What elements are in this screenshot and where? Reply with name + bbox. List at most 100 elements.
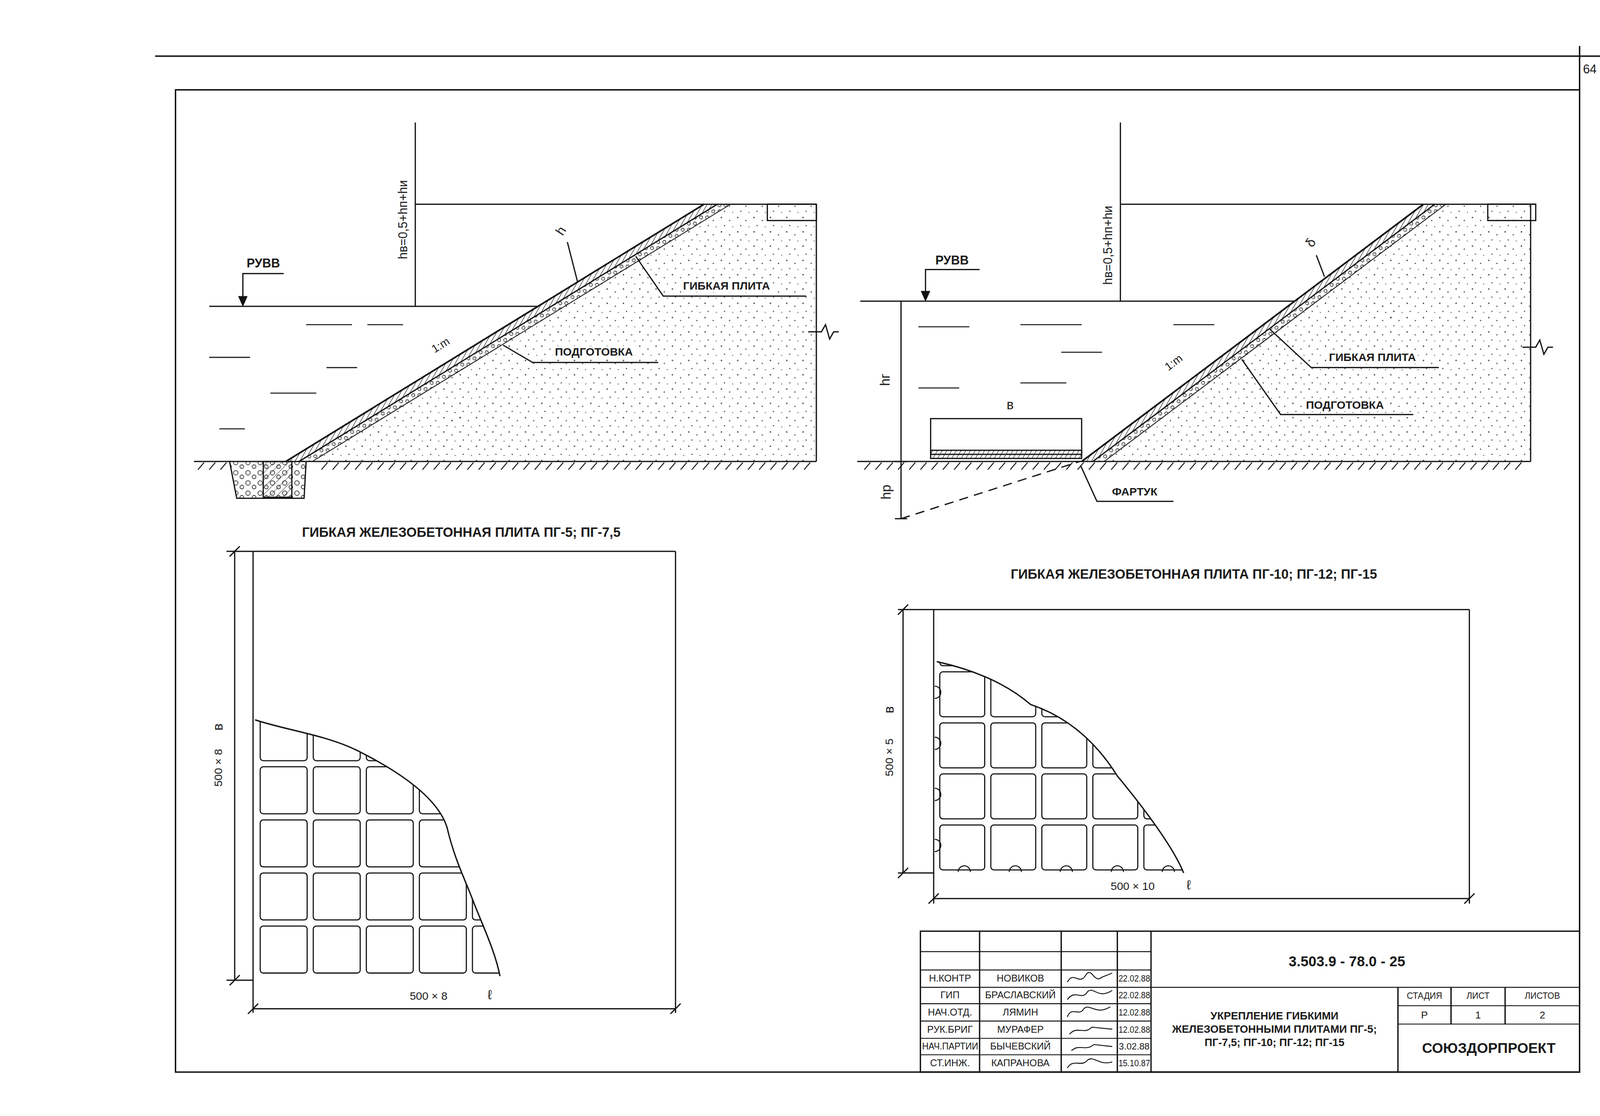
right-section-part xyxy=(857,460,1531,462)
left-section-part xyxy=(209,305,538,307)
left-section-part-part xyxy=(691,462,698,470)
right-section-part-part xyxy=(1223,462,1230,470)
left-section-part-part xyxy=(220,462,227,470)
plate-plan-small-part xyxy=(674,551,676,1013)
right-section-part-part xyxy=(1020,323,1082,325)
plate-plan-small-part-part xyxy=(260,872,308,920)
right-section-part-part xyxy=(1481,462,1488,470)
signature-part xyxy=(1067,1058,1113,1068)
title-block-part xyxy=(920,1037,1152,1039)
signature xyxy=(1067,972,1113,1068)
left-section-part-part xyxy=(377,462,384,470)
freeboard-formula: hв=0,5+hп+hи xyxy=(396,178,410,261)
right-section-part-part xyxy=(1335,462,1342,470)
page-number: 64 xyxy=(1582,62,1597,76)
value-cell: 1 xyxy=(1475,1008,1482,1021)
signature-part xyxy=(1067,1006,1111,1017)
plate-plan-large-part-part xyxy=(1144,620,1189,666)
right-section-part-part xyxy=(1155,462,1162,470)
role-cell: НАЧ.ОТД. xyxy=(928,1006,973,1018)
plate-plan-large-part-part xyxy=(939,620,985,666)
plate-plan-small-part-part xyxy=(260,819,308,867)
right-section-part xyxy=(1080,465,1174,502)
left-section-part-part xyxy=(478,462,485,470)
left-section-part-part xyxy=(714,462,721,470)
left-section-part-part xyxy=(354,462,361,470)
left-section-part-part xyxy=(770,462,777,470)
right-section-part xyxy=(1081,204,1424,462)
left-section-part-part xyxy=(321,462,328,470)
left-section-part xyxy=(635,256,806,296)
left-section-part-part xyxy=(306,323,352,325)
plate-plan-small-part xyxy=(260,660,520,973)
right-section-part xyxy=(1522,339,1553,354)
left-section-part-part xyxy=(197,462,204,470)
left-section-part-part xyxy=(366,462,373,470)
left-section-part xyxy=(193,460,230,462)
left-section-part-part xyxy=(736,462,743,470)
left-section-part-part xyxy=(646,462,653,470)
left-section-part-part xyxy=(792,462,799,470)
plate-plan-large-part-part xyxy=(1144,773,1189,819)
right-section-part xyxy=(1120,203,1424,205)
plate-plan-large-part-part xyxy=(939,773,985,819)
name-cell: МУРАФЕР xyxy=(996,1024,1044,1035)
plate-plan-small-part-part xyxy=(472,766,520,814)
title-block-part xyxy=(1398,1023,1580,1024)
plate-plan-large-part-part xyxy=(934,685,941,699)
right-section-part-part xyxy=(1504,462,1510,470)
right-section-part-part xyxy=(1133,462,1140,470)
title-block-part xyxy=(920,986,1580,988)
name-cell: БЫЧЕВСКИЙ xyxy=(990,1040,1051,1052)
right-section-part-part xyxy=(998,462,1005,470)
dimension-label: в xyxy=(1006,397,1014,413)
right-section-part-part xyxy=(1212,462,1218,470)
freeboard-formula: hв=0,5+hп+hи xyxy=(1101,203,1115,287)
plate-plan-small-part xyxy=(226,550,676,552)
title-block-part xyxy=(920,1002,1152,1004)
plate-plan-small-part xyxy=(248,1003,259,1014)
plate-plan-small-part-part xyxy=(419,660,467,707)
dimension-label: в xyxy=(211,723,226,731)
left-section-part-part xyxy=(725,462,732,470)
plate-plan-large-part-part xyxy=(939,671,985,717)
sheet-frame-part xyxy=(175,89,1580,1072)
plate-plan-large-part-part xyxy=(991,722,1036,768)
right-section-part-part xyxy=(897,462,904,470)
right-section-part xyxy=(1241,359,1413,415)
plate-plan-small-part-part xyxy=(260,925,308,973)
right-section-part-part xyxy=(1032,462,1039,470)
plate-plan-small-part-part xyxy=(472,925,520,973)
part-label: ФАРТУК xyxy=(1110,485,1160,499)
plate-plan-large-part xyxy=(1464,893,1475,904)
right-section-part-part xyxy=(942,462,949,470)
signature-part xyxy=(1069,1026,1113,1035)
dimension-label: ℓ xyxy=(487,988,493,1003)
left-section-part xyxy=(567,241,578,282)
right-section-part-part xyxy=(1391,462,1398,470)
left-section-part-part xyxy=(326,366,357,368)
left-section-part-part xyxy=(270,392,317,394)
left-section-part-part xyxy=(613,462,620,470)
left-section-part-part xyxy=(759,462,766,470)
right-section-part-part xyxy=(1369,462,1376,470)
sheet-frame-part xyxy=(155,55,1600,58)
left-section-part-part xyxy=(219,428,246,430)
right-section-part-part xyxy=(1010,462,1017,470)
plate-plan-large-part xyxy=(928,893,939,904)
right-section-part-part xyxy=(1178,462,1185,470)
plate-plan-large-part xyxy=(934,685,1175,872)
right-section-part xyxy=(1379,303,1396,320)
right-section-part-part xyxy=(864,462,871,470)
right-section-part xyxy=(900,301,902,519)
right-section-part-part xyxy=(918,387,960,389)
left-section-part-part xyxy=(579,462,586,470)
right-section-part-part xyxy=(1111,462,1118,470)
right-section-part xyxy=(1104,204,1446,462)
right-section-part-part xyxy=(1088,462,1095,470)
right-section-part-part xyxy=(909,462,916,470)
drawing-title: УКРЕПЛЕНИЕ ГИБКИМИ ЖЕЛЕЗОБЕТОННЫМИ ПЛИТА… xyxy=(1153,1008,1395,1050)
right-section-part xyxy=(864,462,1522,470)
date-cell: 15.10.87 xyxy=(1118,1057,1151,1069)
